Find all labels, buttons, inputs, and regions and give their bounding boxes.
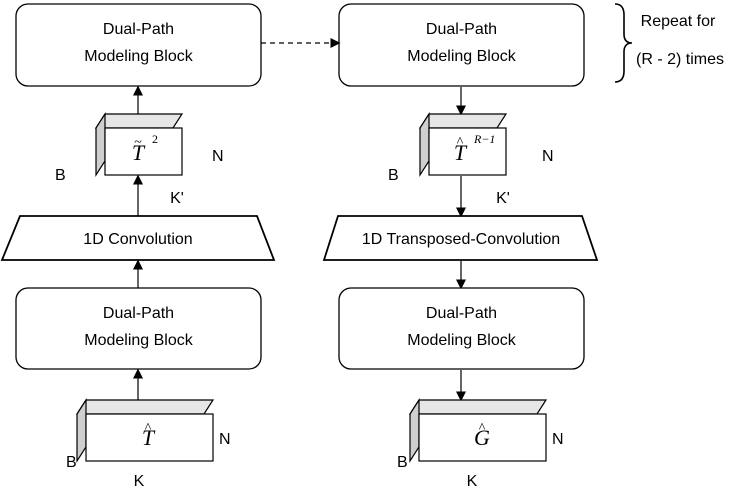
block-label-line-2: Modeling Block — [407, 48, 517, 65]
dimension-label-b: B — [55, 167, 66, 184]
dimension-label-k: K' — [496, 190, 510, 207]
tensor-cube-bottom-left — [75, 397, 215, 464]
dimension-label-n: N — [552, 431, 564, 448]
block-label-line-2: Modeling Block — [84, 332, 194, 349]
tensor-accent: ^ — [145, 421, 152, 436]
repeat-note-line-2: (R - 2) times — [636, 51, 724, 68]
tensor-symbol: T — [132, 140, 146, 165]
tensor-superscript: 2 — [152, 132, 158, 146]
block-label-line-1: Dual-Path — [103, 305, 174, 322]
conv-label: 1D Transposed-Convolution — [362, 231, 560, 248]
conv-block-right — [322, 215, 599, 261]
tensor-superscript: R−1 — [473, 132, 495, 146]
tensor-symbol: T — [142, 425, 156, 450]
block-label-line-1: Dual-Path — [426, 21, 497, 38]
dimension-label-k: K — [467, 473, 478, 490]
cube-side-face — [95, 111, 106, 178]
dimension-label-n: N — [542, 148, 554, 165]
dual-path-block-top-right — [338, 3, 585, 87]
conv-label: 1D Convolution — [83, 231, 192, 248]
cube-side-face — [419, 111, 430, 178]
conv-block-left — [0, 215, 276, 261]
tensor-cube-top-left — [94, 111, 184, 178]
dual-path-block-bottom-left — [15, 287, 262, 370]
dimension-label-k: K — [134, 473, 145, 490]
cube-side-face — [76, 397, 87, 464]
block-label-line-1: Dual-Path — [426, 305, 497, 322]
dimension-label-b: B — [66, 454, 77, 471]
cube-front-face — [85, 413, 214, 462]
cube-top-face — [408, 399, 548, 415]
tensor-accent: ^ — [479, 421, 486, 436]
dimension-label-n: N — [219, 431, 231, 448]
block-label-line-2: Modeling Block — [407, 332, 517, 349]
block-label-line-2: Modeling Block — [84, 48, 194, 65]
cube-top-face — [75, 399, 215, 415]
dimension-label-b: B — [397, 454, 408, 471]
repeat-note-line-1: Repeat for — [641, 13, 716, 30]
cube-side-face — [409, 397, 420, 464]
cube-top-face — [94, 113, 184, 129]
cube-front-face — [428, 127, 507, 176]
cube-front-face — [418, 413, 547, 462]
cube-top-face — [418, 113, 508, 129]
tensor-cube-top-right — [418, 111, 508, 178]
dimension-label-b: B — [388, 167, 399, 184]
tensor-accent: ^ — [457, 135, 464, 150]
tensor-cube-bottom-right — [408, 397, 548, 464]
block-label-line-1: Dual-Path — [103, 21, 174, 38]
tensor-accent: ~ — [134, 135, 142, 150]
dimension-label-n: N — [212, 148, 224, 165]
repeat-brace — [614, 3, 633, 83]
dimension-label-k: K' — [170, 190, 184, 207]
tensor-symbol: T — [454, 140, 468, 165]
dual-path-block-top-left — [15, 3, 262, 87]
cube-front-face — [104, 127, 183, 176]
dual-path-block-bottom-right — [338, 287, 585, 370]
tensor-symbol: G — [474, 425, 490, 450]
